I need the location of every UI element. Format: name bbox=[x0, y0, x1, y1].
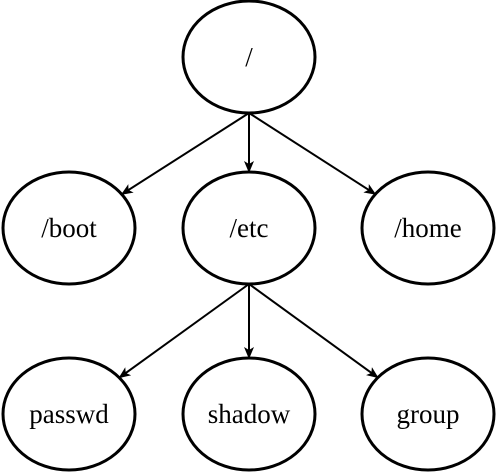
node-boot-label: /boot bbox=[41, 213, 97, 243]
node-home: /home bbox=[360, 170, 496, 286]
node-passwd-label: passwd bbox=[29, 399, 109, 429]
node-root-label: / bbox=[245, 42, 253, 72]
node-root: / bbox=[181, 0, 317, 115]
node-etc-label: /etc bbox=[230, 213, 269, 243]
node-group-label: group bbox=[397, 399, 460, 429]
edge-root-boot bbox=[120, 112, 250, 196]
node-boot: /boot bbox=[1, 170, 137, 286]
node-shadow: shadow bbox=[181, 356, 317, 472]
edge-root-home bbox=[248, 112, 377, 196]
edge-etc-group bbox=[248, 283, 379, 379]
node-home-label: /home bbox=[394, 213, 462, 243]
edge-etc-passwd bbox=[118, 283, 250, 379]
node-shadow-label: shadow bbox=[208, 399, 291, 429]
node-etc: /etc bbox=[181, 170, 317, 286]
node-group: group bbox=[360, 356, 496, 472]
node-passwd: passwd bbox=[1, 356, 137, 472]
